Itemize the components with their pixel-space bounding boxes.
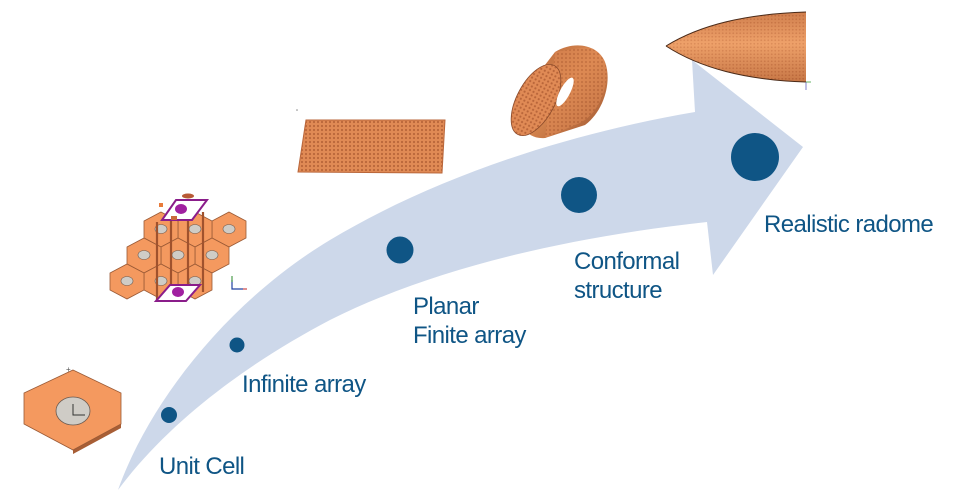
progression-arrow bbox=[118, 60, 803, 490]
cylinder-shell-icon bbox=[510, 45, 608, 139]
stage-label-line: Realistic radome bbox=[764, 211, 934, 238]
planar-panel-icon bbox=[296, 109, 446, 174]
stage-marker-realistic-radome bbox=[731, 133, 779, 181]
stage-marker-conformal-structure bbox=[561, 177, 597, 213]
stage-marker-infinite-array bbox=[229, 337, 245, 353]
ogive-radome-icon bbox=[665, 11, 811, 90]
stage-label-line: Infinite array bbox=[242, 371, 366, 398]
stage-label-unit-cell: Unit Cell bbox=[159, 452, 245, 481]
stage-label-line: structure bbox=[574, 277, 663, 304]
stage-marker-unit-cell bbox=[161, 407, 177, 423]
stage-label-line: Unit Cell bbox=[159, 453, 245, 480]
stage-label-line: Conformal bbox=[574, 248, 680, 275]
hexagon-unit-cell-icon: + bbox=[23, 365, 122, 454]
stage-label-line: Planar bbox=[413, 293, 479, 320]
stage-label-infinite-array: Infinite array bbox=[242, 370, 366, 399]
stage-label-planar-finite-array: Planar Finite array bbox=[413, 292, 526, 350]
stage-label-line: Finite array bbox=[413, 322, 526, 349]
hex-lattice-periodic-icon bbox=[109, 193, 247, 302]
svg-text:+: + bbox=[66, 365, 71, 374]
stage-label-realistic-radome: Realistic radome bbox=[764, 210, 934, 239]
stage-marker-planar-finite-array bbox=[386, 236, 414, 264]
stage-label-conformal-structure: Conformal structure bbox=[574, 247, 680, 305]
